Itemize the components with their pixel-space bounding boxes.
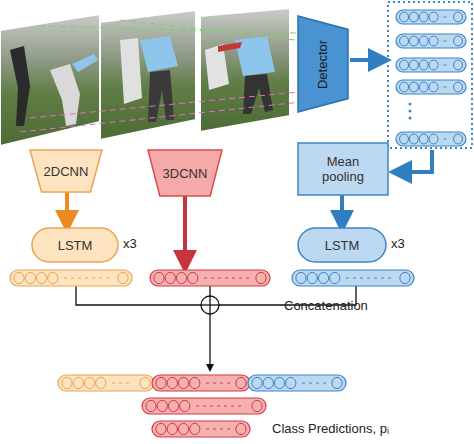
node-label: 2DCNN <box>44 164 89 179</box>
detector-arrow <box>350 58 380 62</box>
feature-vector <box>396 58 466 72</box>
feature-vector <box>248 375 346 391</box>
ellipsis-dots <box>409 103 412 120</box>
cnn-trapezoid: 3DCNN <box>148 150 222 196</box>
pooling-box: Mean pooling <box>298 143 388 195</box>
concat-symbol <box>201 296 219 314</box>
flow-arrow <box>65 192 69 222</box>
lstm-box: LSTM <box>298 228 386 262</box>
annotation-text: Concatenation <box>284 298 368 313</box>
repeat-count: x3 <box>123 236 137 251</box>
feature-vector <box>396 80 466 94</box>
detector-trapezoid: Detector <box>298 16 348 112</box>
feature-vector <box>10 270 132 286</box>
node-label: LSTM <box>325 238 360 253</box>
cnn-trapezoid: 2DCNN <box>30 150 102 192</box>
node-label: 3DCNN <box>163 166 208 181</box>
feature-vector <box>150 270 270 286</box>
lstm-box: LSTM <box>32 228 118 262</box>
cnn3d-arrow <box>183 196 187 262</box>
feature-vector <box>396 10 466 24</box>
feature-vector <box>292 270 414 286</box>
feature-vector <box>396 132 466 146</box>
node-label: LSTM <box>58 238 93 253</box>
feature-vector <box>142 398 266 414</box>
feature-vector <box>152 375 250 391</box>
annotation-text: Class Predictions, pᵢ <box>272 421 389 436</box>
node-label: Detector <box>315 39 330 88</box>
repeat-count: x3 <box>391 236 405 251</box>
feature-vector <box>396 34 466 48</box>
feature-vector <box>152 421 250 437</box>
pooling-arrow <box>400 150 432 172</box>
video-frames <box>0 8 330 146</box>
feature-box <box>388 2 472 148</box>
feature-vector <box>58 375 154 391</box>
flow-arrow <box>340 195 344 222</box>
node-label: Mean pooling <box>298 154 388 184</box>
feature-vectors <box>10 10 466 437</box>
